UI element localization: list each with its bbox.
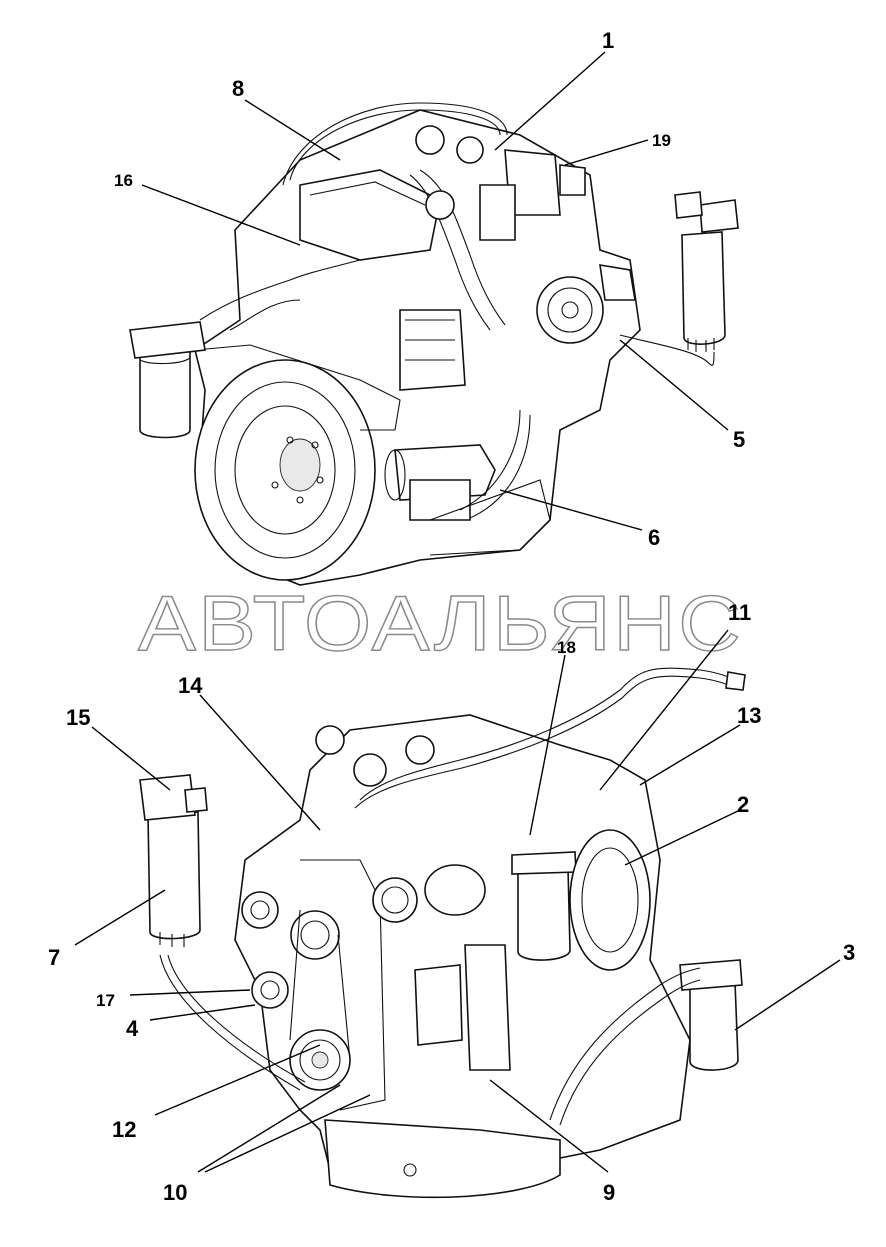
turbo-inlet xyxy=(372,877,418,923)
callout-19: 19 xyxy=(652,131,671,150)
callout-15: 15 xyxy=(66,705,90,730)
callout-12: 12 xyxy=(112,1117,136,1142)
callout-5: 5 xyxy=(733,427,745,452)
fuel-filter-center xyxy=(517,867,571,961)
callout-11: 11 xyxy=(728,600,751,625)
valve-cover xyxy=(299,169,441,261)
callout-7: 7 xyxy=(48,945,60,970)
callout-labels: 1 8 19 16 5 6 11 18 14 15 13 2 3 7 17 4 … xyxy=(48,28,855,1205)
alternator xyxy=(536,276,604,344)
watermark-text: АВТОАЛЬЯНС xyxy=(138,579,743,667)
fuel-pump xyxy=(399,309,466,391)
callout-8: 8 xyxy=(232,76,244,101)
callout-10: 10 xyxy=(163,1180,187,1205)
fuel-filter-detached xyxy=(681,231,726,345)
fuel-filter-detached-left xyxy=(147,811,201,940)
bottom-engine-view xyxy=(139,667,746,1199)
callout-14: 14 xyxy=(178,673,203,698)
callout-9: 9 xyxy=(603,1180,615,1205)
fan-pulley xyxy=(290,910,340,960)
callout-1: 1 xyxy=(602,28,614,53)
callout-3: 3 xyxy=(843,940,855,965)
callout-18: 18 xyxy=(557,638,576,657)
callout-13: 13 xyxy=(737,703,761,728)
oil-pan xyxy=(324,1119,561,1199)
callout-2: 2 xyxy=(737,792,749,817)
ecu-module xyxy=(464,944,511,1071)
callout-17: 17 xyxy=(96,991,115,1010)
callout-16: 16 xyxy=(114,171,133,190)
callout-6: 6 xyxy=(648,525,660,550)
leader-lines xyxy=(74,51,841,1173)
oil-filter-top xyxy=(139,349,191,439)
flywheel-hub xyxy=(279,438,321,492)
top-engine-view xyxy=(129,102,739,586)
oil-filter-bottom xyxy=(689,981,739,1071)
callout-4: 4 xyxy=(126,1016,139,1041)
